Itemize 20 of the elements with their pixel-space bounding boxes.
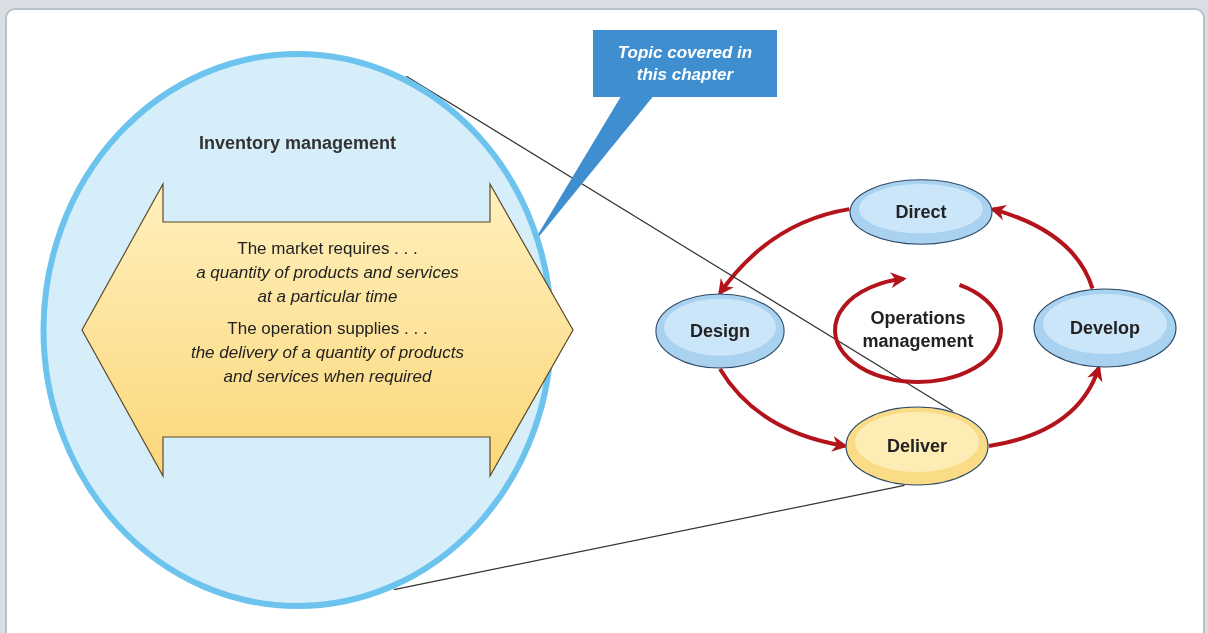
curved-arrow [718, 207, 850, 296]
requirement-text: the delivery of a quantity of products and services when required [190, 342, 465, 388]
process-ellipse [1033, 288, 1177, 368]
node-label: Deliver [886, 434, 947, 458]
callout-box [593, 30, 777, 97]
process-ellipse [655, 293, 785, 369]
callout-text: Topic covered in this chapter [616, 41, 754, 86]
node-label: Design [690, 319, 750, 343]
statement-text: The operation supplies . . . [227, 318, 428, 340]
requirement-text: a quantity of products and services at a particular time [195, 262, 460, 308]
node-label: Develop [1070, 316, 1140, 340]
connector-line [393, 484, 906, 591]
node-label: Direct [895, 200, 947, 224]
process-ellipse [845, 406, 989, 486]
connector-line [405, 75, 954, 412]
double-arrow-shape [80, 182, 575, 478]
process-ellipse [849, 179, 993, 245]
node-label: Operations management [861, 307, 975, 353]
circle-heading: Inventory management [198, 132, 397, 155]
statement-text: The market requires . . . [237, 238, 418, 260]
